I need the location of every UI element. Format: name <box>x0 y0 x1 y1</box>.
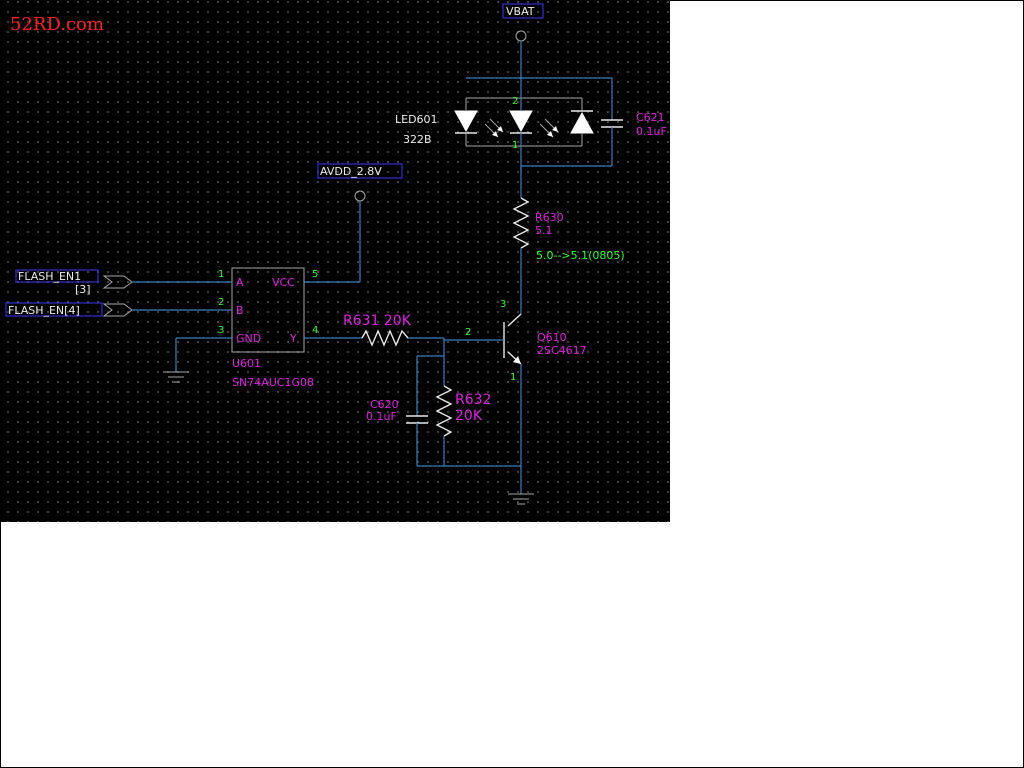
avdd-label: AVDD_2.8V <box>320 165 382 178</box>
flash-en1-label: FLASH_EN1 <box>18 270 81 283</box>
ground-symbol-q610 <box>508 466 534 505</box>
flash-en4-port[interactable]: FLASH_EN[4] <box>5 302 232 317</box>
vbat-port[interactable]: VBAT <box>502 3 544 78</box>
schematic-canvas: 52RD.com VBAT 2 <box>0 0 670 522</box>
u601-pin-a: A <box>236 276 244 289</box>
r631-label: R631 20K <box>343 313 412 329</box>
avdd-port[interactable]: AVDD_2.8V <box>304 163 403 283</box>
c620[interactable]: C620 0.1uF <box>366 338 445 466</box>
u601-pin-y: Y <box>289 332 297 345</box>
flash-en1-suffix: [3] <box>75 283 91 296</box>
q610-pin3: 3 <box>500 299 506 310</box>
ground-symbol-u601 <box>163 337 232 383</box>
c620-value: 0.1uF <box>366 410 397 423</box>
watermark-logo: 52RD.com <box>10 14 104 35</box>
c621[interactable]: C621 0.1uF <box>521 78 667 167</box>
r630-value: 5.1 <box>535 224 553 237</box>
c620-ref: C620 <box>370 398 399 411</box>
q610-ref: Q610 <box>537 331 567 344</box>
q610-part: 2SC4617 <box>537 344 587 357</box>
q610-pin2: 2 <box>465 327 471 338</box>
r632[interactable]: R632 20K <box>435 356 491 466</box>
u601-part: SN74AUC1G08 <box>232 376 314 389</box>
led601-pin2: 2 <box>512 96 518 107</box>
q610[interactable]: 3 1 2 Q610 2SC4617 <box>444 299 587 466</box>
flash-en4-label: FLASH_EN[4] <box>8 304 80 317</box>
r630[interactable]: R630 5.1 5.0-->5.1(0805) <box>512 166 625 300</box>
led601[interactable]: 2 1 LED601 322B <box>395 77 612 172</box>
led601-ref: LED601 <box>395 113 438 126</box>
led601-pin1: 1 <box>512 140 518 151</box>
r631[interactable]: R631 20K <box>304 313 444 347</box>
u601-pin-vcc: VCC <box>272 276 295 289</box>
u601-pin1: 1 <box>218 269 224 280</box>
r630-note: 5.0-->5.1(0805) <box>536 249 625 262</box>
u601-pin5: 5 <box>312 269 318 280</box>
q610-pin1: 1 <box>510 372 516 383</box>
c621-ref: C621 <box>636 111 665 124</box>
u601-ref: U601 <box>232 357 261 370</box>
u601-pin-b: B <box>236 304 244 317</box>
u601-pin-gnd: GND <box>236 332 261 345</box>
c621-value: 0.1uF <box>636 125 667 138</box>
r632-value: 20K <box>455 408 483 424</box>
r632-ref: R632 <box>455 392 491 408</box>
u601-pin4: 4 <box>312 325 318 336</box>
led601-value: 322B <box>403 133 432 146</box>
r630-ref: R630 <box>535 211 564 224</box>
u601-pin2: 2 <box>218 297 224 308</box>
u601[interactable]: A B GND VCC Y 1 2 3 5 4 U601 SN74AUC1G08 <box>218 267 318 389</box>
flash-en1-port[interactable]: FLASH_EN1 [3] <box>15 269 232 296</box>
u601-pin3: 3 <box>218 325 224 336</box>
vbat-label: VBAT <box>506 5 535 18</box>
